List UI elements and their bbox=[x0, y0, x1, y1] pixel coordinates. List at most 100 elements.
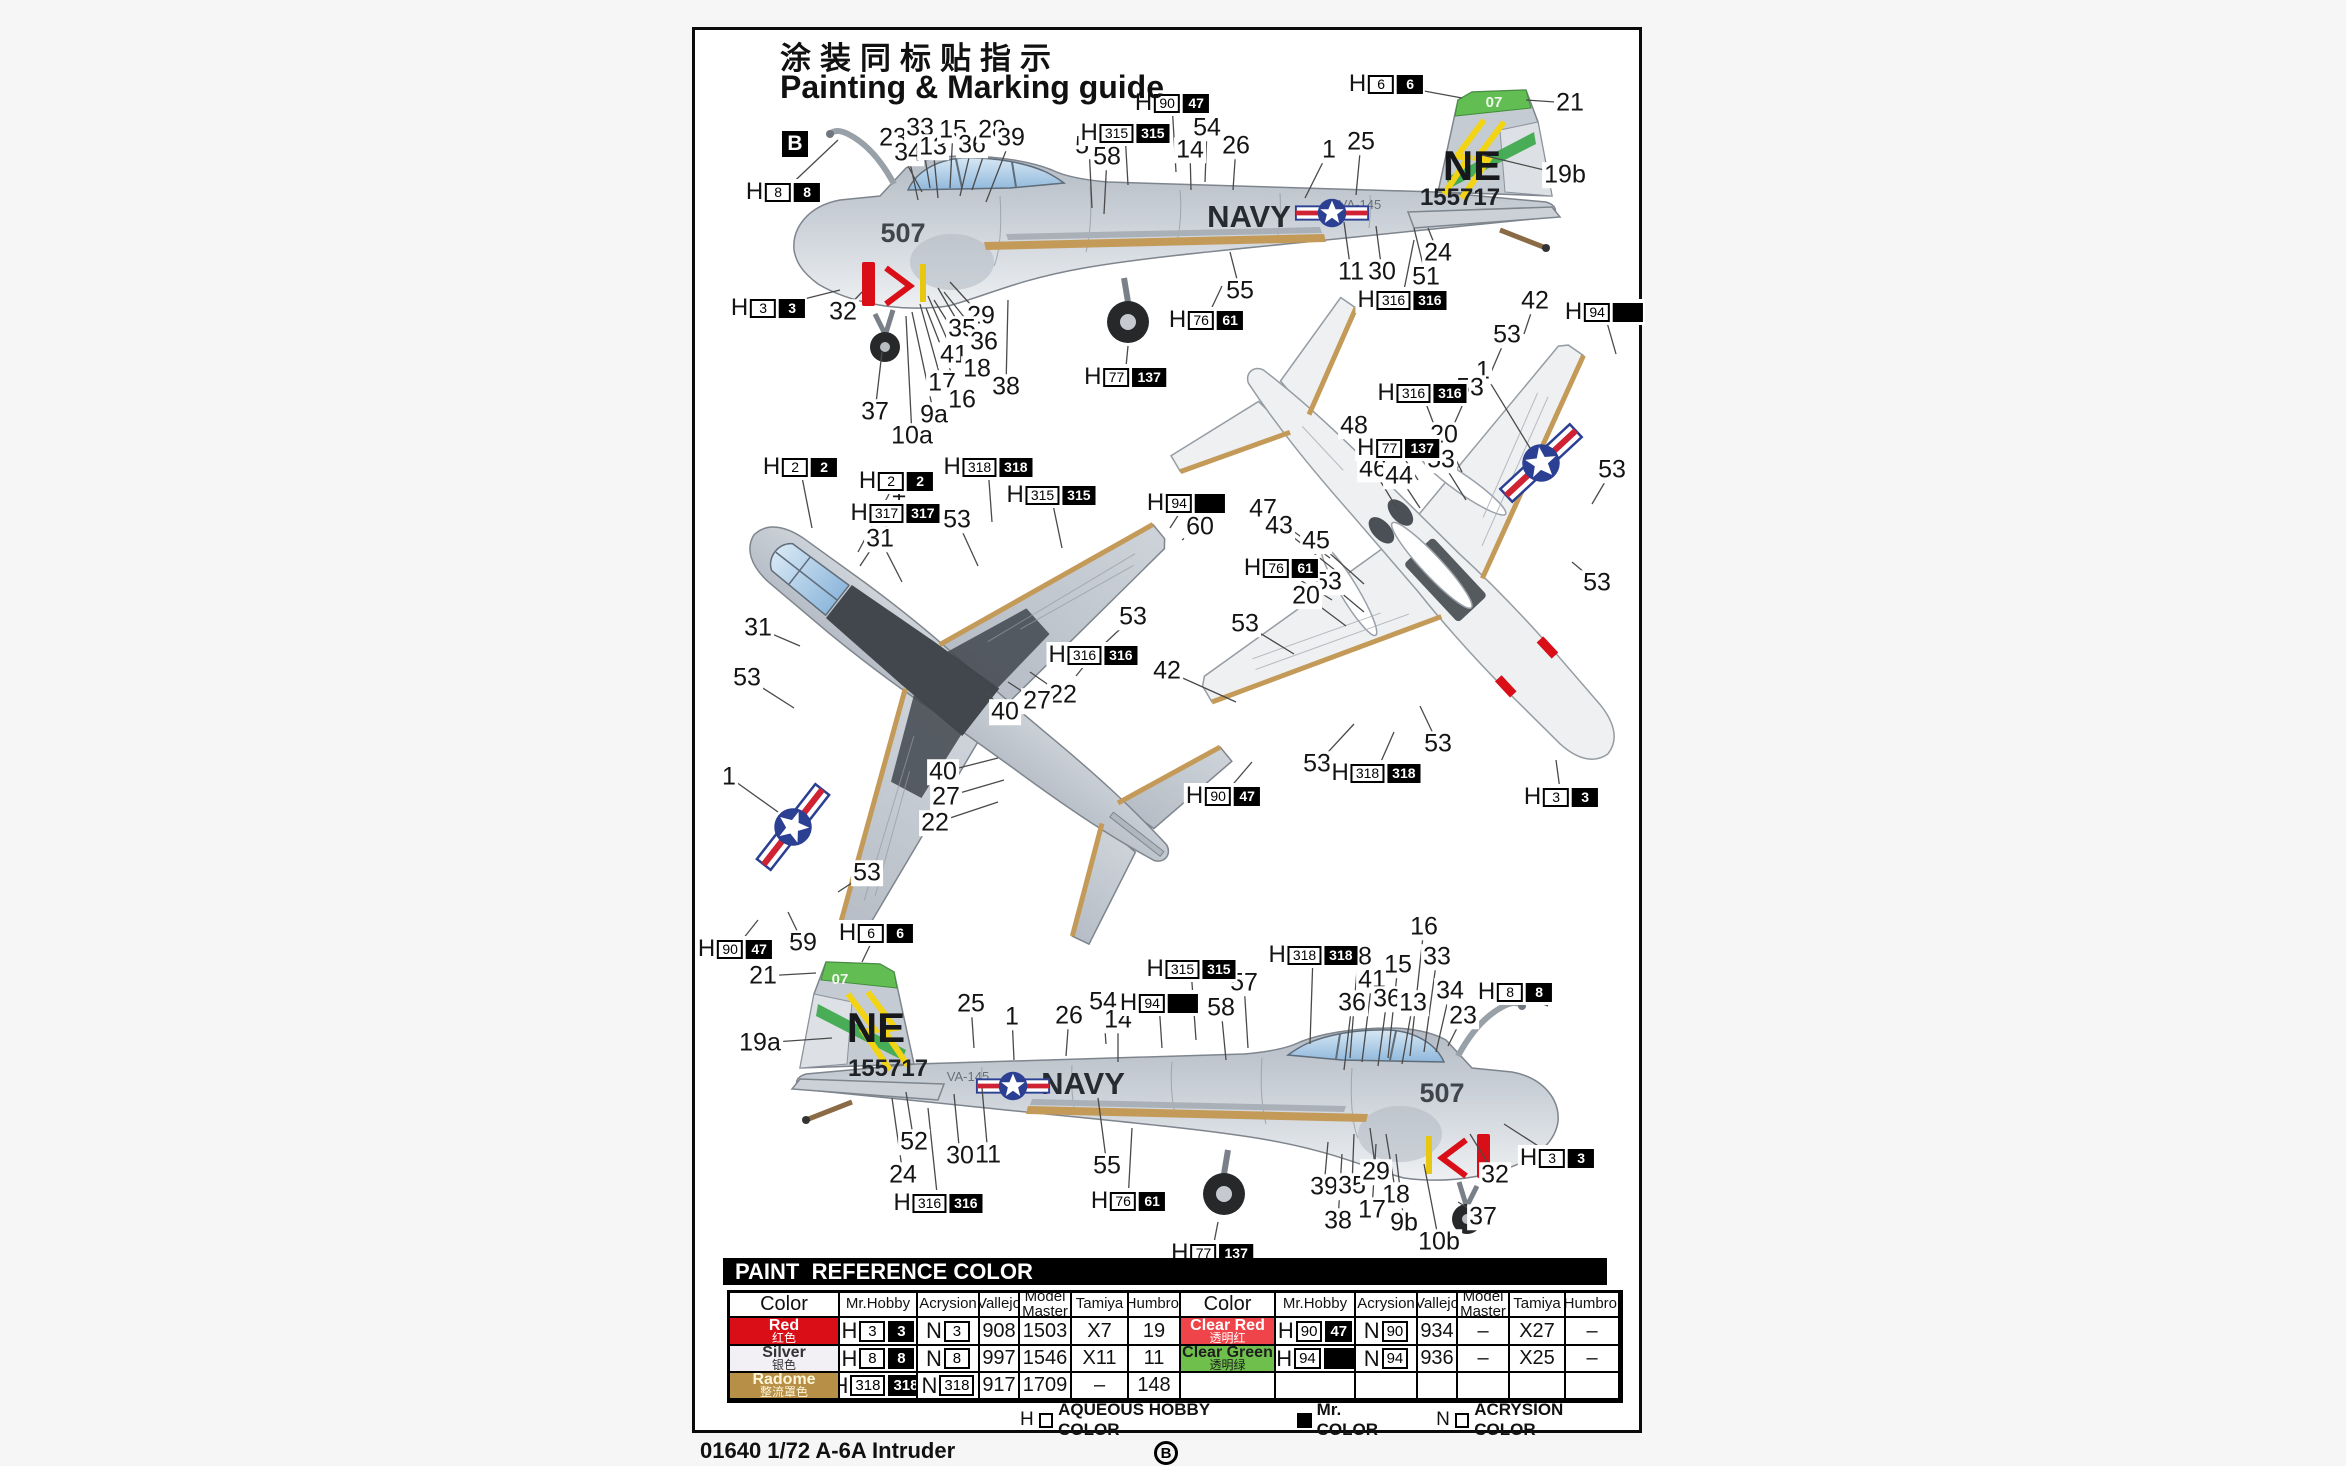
value-vallejo: 917 bbox=[980, 1373, 1020, 1400]
mr-color-number-box bbox=[1613, 302, 1644, 322]
callout-number-side_view_bottom: 33 bbox=[1421, 942, 1453, 971]
callout-number-side_view_bottom: 9b bbox=[1388, 1208, 1420, 1237]
legend-label: ACRYSION COLOR bbox=[1474, 1400, 1564, 1439]
decal-navy: NAVY bbox=[1041, 1066, 1125, 1101]
callout-number-side_view_top: 25 bbox=[1345, 127, 1377, 156]
callout-number-top_view: 59 bbox=[787, 928, 819, 957]
page-title-cn: 涂装同标贴指示 bbox=[780, 41, 1060, 76]
mr-color-number-box: 8 bbox=[794, 182, 821, 202]
callout-number-bottom_view: 53 bbox=[1229, 609, 1261, 638]
callout-number-side_view_top: 36 bbox=[968, 327, 1000, 356]
mr-color-number-box: 315 bbox=[1062, 485, 1096, 505]
callout-number-side_view_bottom: 13 bbox=[1397, 988, 1429, 1017]
mr-color-number-box: 6 bbox=[1397, 74, 1424, 94]
paint-system-letter: H bbox=[1564, 298, 1583, 325]
paint-system-letter: H bbox=[1331, 759, 1349, 786]
value-model_master: 1709 bbox=[1020, 1373, 1072, 1400]
callout-number-side_view_bottom: 24 bbox=[887, 1160, 919, 1189]
callout-number-side_view_bottom: 17 bbox=[1356, 1195, 1388, 1224]
aqueous-number-box: 315 bbox=[1165, 959, 1200, 979]
aqueous-number-box: 316 bbox=[1067, 645, 1102, 665]
table-header-tamiya: Tamiya bbox=[1510, 1293, 1566, 1318]
legend-label: Mr. COLOR bbox=[1316, 1400, 1379, 1439]
callout-number-side_view_top: 28 bbox=[976, 115, 1008, 144]
callout-number-side_view_top: 33 bbox=[904, 113, 936, 142]
paint-system-letter: H bbox=[1080, 119, 1098, 146]
mr-color-number-box: 47 bbox=[746, 939, 773, 959]
decal-modex: 155717 bbox=[848, 1055, 928, 1082]
callout-number-side_view_top: 24 bbox=[1422, 238, 1454, 267]
value-humbrol: 11 bbox=[1129, 1346, 1181, 1373]
aqueous-number-box: 94 bbox=[1584, 302, 1611, 322]
color-name: Silver bbox=[762, 1346, 806, 1362]
color-name-cn: 透明红 bbox=[1209, 1330, 1246, 1345]
paint-system-letter: N bbox=[926, 1318, 942, 1343]
callout-number-bottom_view: 53 bbox=[1301, 749, 1333, 778]
value-tamiya: X25 bbox=[1510, 1346, 1566, 1373]
mr-color-number-box: 2 bbox=[907, 471, 934, 491]
callout-number-top_view: 31 bbox=[742, 613, 774, 642]
value-tamiya: X7 bbox=[1072, 1318, 1129, 1346]
paint-system-letter: H bbox=[1357, 434, 1375, 461]
mr-color-number-box: 8 bbox=[888, 1348, 915, 1369]
callout-number-side_view_bottom: 29 bbox=[1360, 1157, 1392, 1186]
paint-table-title: PAINT REFERENCE COLOR bbox=[735, 1258, 1033, 1284]
aqueous-number-box: 2 bbox=[878, 471, 905, 491]
callout-number-bottom_view: 45 bbox=[1300, 526, 1332, 555]
value-vallejo: 934 bbox=[1418, 1318, 1458, 1346]
decal-fin-tip-number: 07 bbox=[832, 971, 849, 988]
mr-color-number-box bbox=[1323, 1348, 1354, 1369]
aqueous-number-box: 316 bbox=[912, 1193, 947, 1213]
callout-number-side_view_bottom: 1 bbox=[1003, 1002, 1021, 1031]
callout-number-side_view_bottom: 23 bbox=[1447, 1001, 1479, 1030]
callout-number-side_view_top: 55 bbox=[1224, 276, 1256, 305]
callout-number-top_view: 53 bbox=[1117, 602, 1149, 631]
mr-color-number-box: 61 bbox=[1292, 558, 1319, 578]
paint-system-letter: H bbox=[1348, 70, 1367, 97]
aqueous-number-box: 2 bbox=[782, 457, 809, 477]
callout-number-side_view_top: 58 bbox=[1091, 142, 1123, 171]
callout-number-bottom_view: 48 bbox=[1338, 411, 1370, 440]
callout-number-top_view: 60 bbox=[1184, 512, 1216, 541]
paint-system-letter: H bbox=[1119, 989, 1138, 1016]
callout-number-side_view_bottom: 32 bbox=[1479, 1160, 1511, 1189]
decal-navy: NAVY bbox=[1207, 199, 1291, 234]
callout-number-bottom_view: 53 bbox=[1596, 455, 1628, 484]
paint-system-letter: H bbox=[1519, 1144, 1538, 1171]
paint-system-letter: H bbox=[1168, 306, 1187, 333]
aqueous-number-box: 315 bbox=[1025, 485, 1060, 505]
callout-number-side_view_top: 16 bbox=[946, 385, 978, 414]
paint-system-letter: H bbox=[1243, 554, 1262, 581]
mr-color-number-box: 315 bbox=[1136, 123, 1170, 143]
paint-system-letter: H bbox=[838, 919, 857, 946]
callout-number-top_view: 53 bbox=[941, 505, 973, 534]
table-header-mr-hobby: Mr.Hobby bbox=[1276, 1293, 1356, 1318]
callout-number-side_view_top: 51 bbox=[1410, 262, 1442, 291]
table-header-tamiya: Tamiya bbox=[1072, 1293, 1129, 1318]
aqueous-number-box: 3 bbox=[1539, 1148, 1566, 1168]
callout-number-side_view_top: 18 bbox=[961, 354, 993, 383]
table-cell-empty bbox=[1181, 1373, 1276, 1400]
aqueous-number-box: 90 bbox=[1205, 786, 1232, 806]
callout-number-side_view_top: 26 bbox=[1220, 131, 1252, 160]
section-badge: B bbox=[782, 131, 808, 157]
aqueous-number-box: 94 bbox=[1381, 1348, 1409, 1369]
table-header-humbrol: Humbrol bbox=[1566, 1293, 1620, 1318]
mr-color-number-box: 2 bbox=[811, 457, 838, 477]
callout-number-bottom_view: 53 bbox=[1491, 320, 1523, 349]
